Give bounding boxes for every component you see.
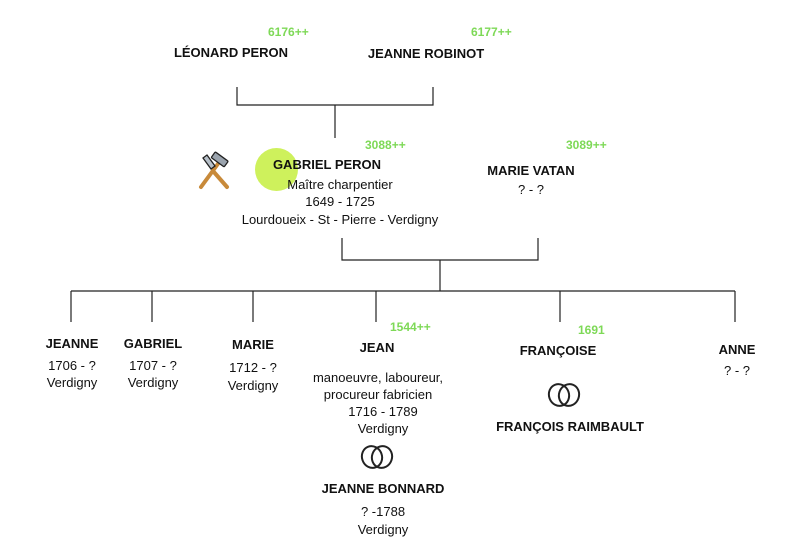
person-name-leonard-peron: LÉONARD PERON — [173, 45, 289, 60]
places: Verdigny — [46, 375, 98, 390]
sosa-number: 3089++ — [566, 138, 607, 152]
places: Lourdoueix - St - Pierre - Verdigny — [241, 212, 439, 227]
places: Verdigny — [357, 421, 409, 436]
places: Verdigny — [127, 375, 179, 390]
person-name-jeanne: JEANNE — [45, 336, 99, 351]
sosa-number: 3088++ — [365, 138, 406, 152]
places: Verdigny — [227, 378, 279, 393]
life-dates: ? - ? — [517, 182, 545, 197]
children-connector — [70, 290, 736, 322]
spouse-name-jeanne-bonnard: JEANNE BONNARD — [321, 481, 445, 496]
person-name-marie-vatan: MARIE VATAN — [487, 163, 575, 178]
person-name-jeanne-robinot: JEANNE ROBINOT — [367, 46, 485, 61]
life-dates: 1707 - ? — [129, 358, 177, 373]
grandparents-connector — [236, 87, 434, 138]
occupation-continued: procureur fabricien — [323, 387, 433, 402]
person-name-anne: ANNE — [718, 342, 756, 357]
life-dates: ? - ? — [723, 363, 751, 378]
sosa-number: 1544++ — [390, 320, 431, 334]
places: Verdigny — [357, 522, 409, 537]
highlight-circle — [255, 148, 298, 191]
sosa-number: 6177++ — [471, 25, 512, 39]
parents-connector — [341, 238, 539, 291]
occupation: manoeuvre, laboureur, — [312, 370, 444, 385]
carpentry-tools-icon — [193, 151, 235, 193]
life-dates: 1712 - ? — [229, 360, 277, 375]
life-dates: ? -1788 — [360, 504, 406, 519]
person-name-francoise: FRANÇOISE — [519, 343, 597, 358]
sosa-number: 6176++ — [268, 25, 309, 39]
life-dates: 1649 - 1725 — [305, 194, 375, 209]
person-name-gabriel: GABRIEL — [123, 336, 183, 351]
person-name-marie: MARIE — [232, 337, 274, 352]
sosa-number: 1691 — [578, 323, 605, 337]
occupation: Maître charpentier — [287, 177, 393, 192]
life-dates: 1716 - 1789 — [348, 404, 418, 419]
spouse-name-francois-raimbault: FRANÇOIS RAIMBAULT — [496, 419, 644, 434]
person-name-jean: JEAN — [359, 340, 395, 355]
life-dates: 1706 - ? — [48, 358, 96, 373]
wedding-rings-icon — [358, 442, 396, 472]
wedding-rings-icon — [545, 380, 583, 410]
person-name-gabriel-peron: GABRIEL PERON — [272, 157, 382, 172]
